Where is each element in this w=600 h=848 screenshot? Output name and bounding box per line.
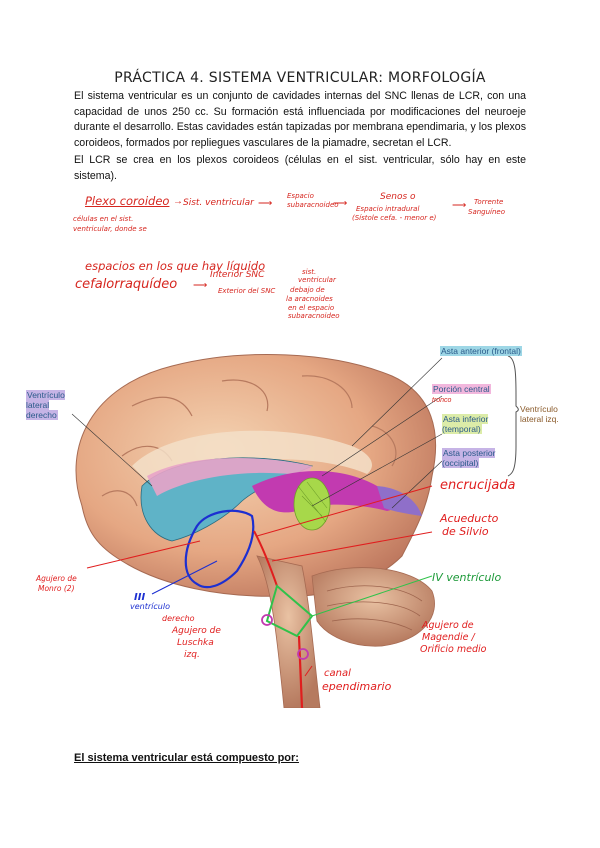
- section-heading: El sistema ventricular está compuesto po…: [74, 752, 299, 764]
- note-celulas-1: células en el sist.: [73, 215, 133, 223]
- cerebellum: [312, 568, 435, 647]
- bracket: [508, 356, 518, 476]
- ann-derecho: derecho: [162, 614, 195, 623]
- label-ventriculo-lateral-izq: Ventrículo lateral izq.: [520, 404, 572, 424]
- note-arrow: ⟶: [452, 200, 466, 211]
- document-title: PRÁCTICA 4. SISTEMA VENTRICULAR: MORFOLO…: [0, 70, 600, 86]
- ann-acueducto-2: de Silvio: [442, 525, 489, 538]
- label-asta-posterior: Asta posterior (occipital): [442, 448, 500, 468]
- ann-magendie-2: Magendie /: [422, 632, 475, 643]
- ann-magendie-1: Agujero de: [422, 620, 474, 631]
- note-exterior-sub-1: debajo de: [290, 286, 325, 294]
- brain-ventricle-figure: Asta anterior (frontal) Porción central …: [22, 336, 582, 708]
- note-arrow: ⟶: [333, 198, 347, 209]
- paragraph-lcr: El LCR se crea en los plexos coroideos (…: [74, 153, 526, 184]
- note-plexo: Plexo coroideo: [85, 194, 169, 208]
- note-senos-1: Senos o: [380, 192, 416, 202]
- note-celulas-2: ventricular, donde se: [73, 225, 147, 233]
- label-asta-anterior: Asta anterior (frontal): [440, 346, 522, 356]
- note-torrente-1: Torrente: [474, 198, 503, 206]
- note-espacio-1: Espacio: [287, 192, 314, 200]
- note-exterior: Exterior del SNC: [218, 287, 275, 295]
- ann-iv-ventriculo: IV ventrículo: [432, 571, 501, 584]
- note-exterior-sub-4: subaracnoideo: [288, 312, 340, 320]
- note-interior: Interior SNC: [210, 270, 264, 280]
- note-espacios-2: cefalorraquídeo: [75, 277, 177, 292]
- ann-luschka-3: izq.: [184, 650, 200, 660]
- ann-iii-ventriculo-2: ventrículo: [130, 602, 170, 611]
- ann-acueducto-1: Acueducto: [440, 512, 498, 525]
- note-interior-sub-2: ventricular: [298, 276, 336, 284]
- note-torrente-2: Sanguíneo: [468, 208, 505, 216]
- note-interior-sub-1: sist.: [302, 268, 316, 276]
- note-arrow: ⟶: [193, 280, 207, 291]
- note-exterior-sub-3: en el espacio: [288, 304, 334, 312]
- note-arrow: ⟶: [258, 198, 272, 209]
- ann-encrucijada: encrucijada: [440, 478, 516, 493]
- paragraph-intro: El sistema ventricular es un conjunto de…: [74, 89, 526, 151]
- ann-canal-1: canal: [324, 668, 351, 679]
- label-asta-inferior: Asta inferior (temporal): [442, 414, 494, 434]
- note-senos-2: Espacio intradural: [356, 205, 419, 213]
- note-senos-3: (Sístole cefa. - menor e): [352, 214, 436, 222]
- note-sist: Sist. ventricular: [183, 198, 254, 208]
- ann-luschka-2: Luschka: [177, 638, 214, 648]
- ann-magendie-3: Orificio medio: [420, 644, 486, 655]
- label-porcion-central: Porción central tronco: [432, 384, 502, 406]
- ann-agujero-monro-1: Agujero de: [36, 574, 77, 583]
- note-espacio-2: subaracnoideo: [287, 201, 339, 209]
- ann-luschka-1: Agujero de: [172, 626, 221, 636]
- ann-agujero-monro-2: Monro (2): [38, 584, 75, 593]
- ann-canal-2: ependimario: [322, 680, 391, 693]
- note-exterior-sub-2: la aracnoides: [286, 295, 333, 303]
- label-ventriculo-lateral-derecho: Ventrículo lateral derecho: [26, 390, 76, 420]
- note-arrow: →: [173, 196, 183, 207]
